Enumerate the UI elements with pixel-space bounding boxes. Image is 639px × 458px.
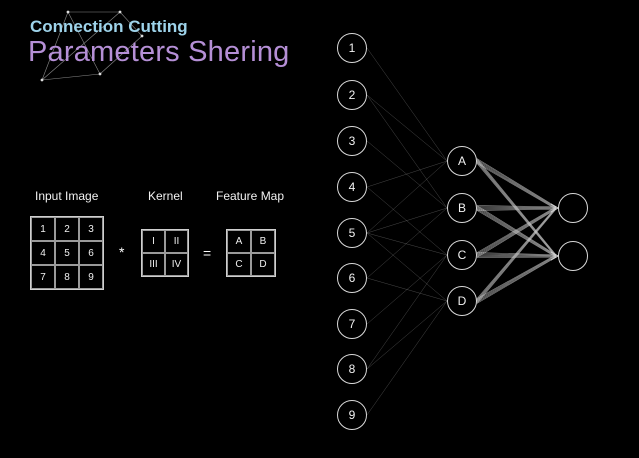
input-hidden-connection	[366, 140, 448, 209]
kernel-cell: III	[142, 253, 165, 276]
input-hidden-connection	[366, 160, 448, 188]
feature-cell: B	[251, 230, 275, 253]
input-cell: 7	[31, 265, 55, 289]
hidden-output-connection	[476, 158, 557, 208]
input-hidden-connection	[366, 232, 448, 302]
hidden-output-connection	[476, 207, 557, 257]
slide-subtitle: Parameters Shering	[28, 36, 290, 68]
kernel-cell: II	[165, 230, 188, 253]
hidden-output-connection	[476, 206, 557, 256]
kernel-label: Kernel	[148, 189, 183, 203]
hidden-output-connection	[476, 206, 557, 299]
hidden-output-connection	[476, 159, 557, 208]
hidden-output-connection	[476, 208, 557, 258]
input-node-3: 3	[337, 126, 367, 156]
input-cell: 2	[55, 217, 79, 241]
hidden-output-connection	[476, 205, 557, 208]
input-hidden-connection	[366, 300, 448, 370]
hidden-output-connection	[476, 208, 557, 257]
input-image-grid: 1 2 3 4 5 6 7 8 9	[30, 216, 104, 290]
input-hidden-connection	[366, 186, 448, 256]
input-hidden-connection	[366, 47, 448, 162]
input-hidden-connection	[366, 207, 448, 234]
hidden-node-c: C	[447, 240, 477, 270]
output-node-1	[558, 193, 588, 223]
hidden-output-connection	[476, 206, 557, 253]
input-cell: 5	[55, 241, 79, 265]
hidden-output-connection	[476, 162, 557, 257]
input-hidden-connection	[366, 277, 448, 302]
hidden-node-d: D	[447, 286, 477, 316]
hidden-output-connection	[476, 208, 557, 303]
input-hidden-connection	[366, 207, 448, 279]
slide-title: Connection Cutting	[30, 17, 188, 36]
input-cell: 9	[79, 265, 103, 289]
input-cell: 8	[55, 265, 79, 289]
hidden-output-connection	[476, 208, 557, 210]
hidden-output-connection	[476, 207, 557, 256]
hidden-output-connection	[476, 205, 557, 256]
kernel-cell: I	[142, 230, 165, 253]
feature-cell: D	[251, 253, 275, 276]
hidden-output-connection	[476, 207, 557, 255]
hidden-output-connection	[476, 209, 557, 304]
feature-cell: C	[227, 253, 251, 276]
hidden-node-b: B	[447, 193, 477, 223]
input-node-9: 9	[337, 400, 367, 430]
kernel-cell: IV	[165, 253, 188, 276]
output-node-2	[558, 241, 588, 271]
equals-symbol: =	[203, 245, 212, 261]
feature-cell: A	[227, 230, 251, 253]
input-hidden-connection	[366, 94, 448, 162]
hidden-output-connection	[476, 207, 557, 300]
hidden-output-connection	[476, 208, 557, 257]
input-node-6: 6	[337, 263, 367, 293]
input-node-4: 4	[337, 172, 367, 202]
input-hidden-connection	[366, 94, 448, 209]
hidden-output-connection	[476, 158, 557, 255]
input-node-2: 2	[337, 80, 367, 110]
hidden-output-connection	[476, 256, 557, 303]
hidden-output-connection	[476, 163, 557, 258]
hidden-output-connection	[476, 161, 557, 209]
input-node-1: 1	[337, 33, 367, 63]
input-image-label: Input Image	[35, 189, 99, 203]
input-cell: 1	[31, 217, 55, 241]
input-hidden-connection	[366, 160, 448, 234]
input-cell: 3	[79, 217, 103, 241]
hidden-output-connection	[476, 163, 557, 210]
input-node-5: 5	[337, 218, 367, 248]
hidden-output-connection	[476, 160, 557, 257]
input-hidden-connection	[366, 254, 448, 370]
feature-map-grid: A B C D	[226, 229, 276, 277]
input-node-8: 8	[337, 354, 367, 384]
input-cell: 4	[31, 241, 55, 265]
hidden-output-connection	[476, 206, 557, 208]
hidden-output-connection	[476, 160, 557, 209]
hidden-output-connection	[476, 207, 557, 302]
input-hidden-connection	[366, 300, 448, 416]
hidden-node-a: A	[447, 146, 477, 176]
hidden-output-connection	[476, 255, 557, 301]
input-cell: 6	[79, 241, 103, 265]
input-hidden-connection	[366, 232, 448, 256]
hidden-output-connection	[476, 159, 557, 256]
multiply-symbol: *	[119, 244, 125, 260]
hidden-output-connection	[476, 210, 557, 258]
input-node-7: 7	[337, 309, 367, 339]
hidden-output-connection	[476, 254, 557, 299]
hidden-output-connection	[476, 256, 557, 304]
kernel-grid: I II III IV	[141, 229, 189, 277]
hidden-output-connection	[476, 255, 557, 302]
hidden-output-connection	[476, 208, 557, 211]
input-hidden-connection	[366, 254, 448, 325]
feature-map-label: Feature Map	[216, 189, 285, 203]
